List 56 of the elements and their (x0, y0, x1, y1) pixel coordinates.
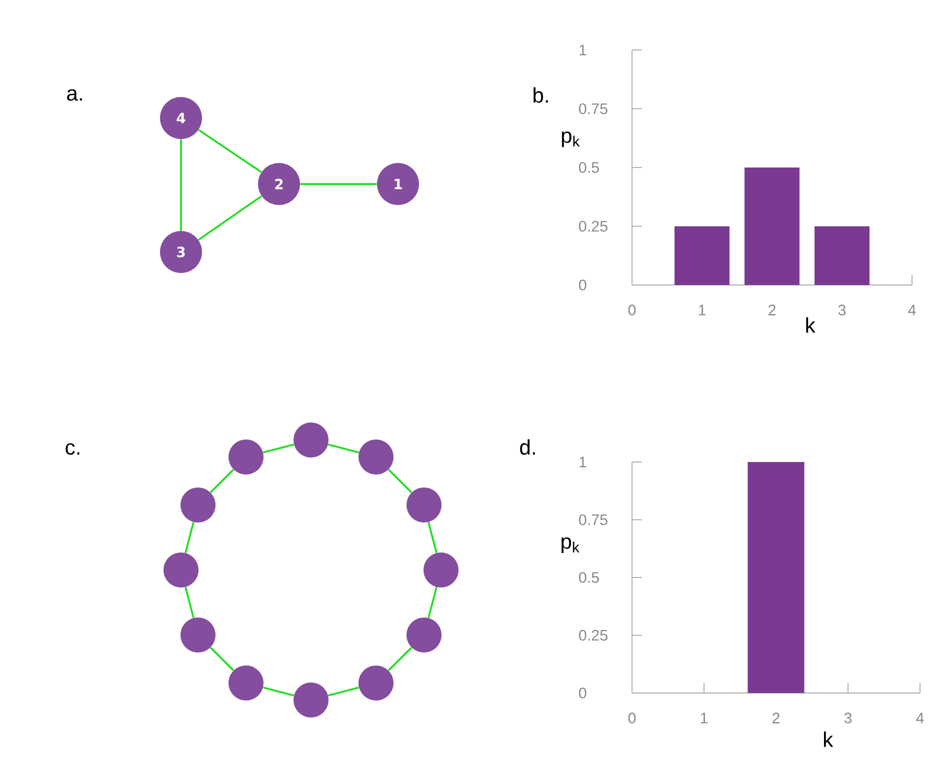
tick-label: 2 (772, 712, 780, 724)
tick-label: 0.25 (579, 630, 608, 641)
tick-label: 4 (908, 304, 916, 316)
node-circle (228, 440, 264, 474)
panel-label: d. (520, 439, 535, 455)
node-circle (406, 618, 442, 652)
edge-line (210, 468, 234, 494)
node-circle (294, 682, 328, 718)
panel-label: b. (534, 87, 548, 103)
tick-label: 1 (700, 712, 708, 724)
node-circle (180, 618, 216, 652)
tick-label: 1 (698, 304, 706, 316)
edge-line (388, 468, 412, 494)
node-circle (358, 440, 394, 474)
panel-label: c. (66, 443, 80, 455)
edge-line (328, 686, 360, 696)
tick-label: 3 (838, 304, 846, 316)
tick-label: 0.25 (579, 220, 608, 232)
tick-label: 4 (916, 712, 924, 724)
tick-label: 0 (579, 280, 586, 290)
edge-line (262, 686, 294, 696)
tick-label: 0.5 (579, 162, 599, 173)
tick-label: 0 (628, 304, 636, 316)
tick-label: 3 (844, 712, 852, 724)
node-circle (180, 488, 216, 522)
node-circle (294, 422, 328, 458)
edge-line (388, 646, 412, 672)
axis-label: k (824, 732, 834, 747)
edge-line (184, 586, 194, 618)
edge-line (262, 444, 294, 454)
edge-line (180, 139, 182, 231)
edge-line (328, 444, 360, 454)
edge-line (210, 646, 234, 672)
edge-line (428, 522, 438, 554)
axis-label: p$_{k}$ (562, 131, 580, 148)
tick-label: 0.75 (579, 103, 608, 114)
edge-line (428, 586, 438, 618)
axis-label: p$_{k}$ (562, 537, 580, 554)
tick-label: 0.75 (579, 514, 608, 526)
edge-line (198, 195, 262, 241)
node-circle (228, 666, 264, 700)
edge-line (300, 183, 377, 185)
tick-label: 1 (580, 456, 586, 468)
tick-label: 2 (768, 304, 776, 316)
node-circle (406, 488, 442, 522)
tick-label: 0.5 (579, 572, 599, 583)
axis-label: k (806, 317, 816, 333)
tick-label: 0 (628, 712, 636, 724)
tick-label: 0 (579, 688, 586, 698)
edge-line (198, 129, 262, 173)
tick-label: 1 (580, 44, 586, 56)
node-circle (424, 552, 458, 588)
node-circle (164, 552, 198, 588)
edge-line (184, 522, 194, 554)
panel-label: a. (67, 89, 82, 101)
node-circle (358, 666, 394, 700)
